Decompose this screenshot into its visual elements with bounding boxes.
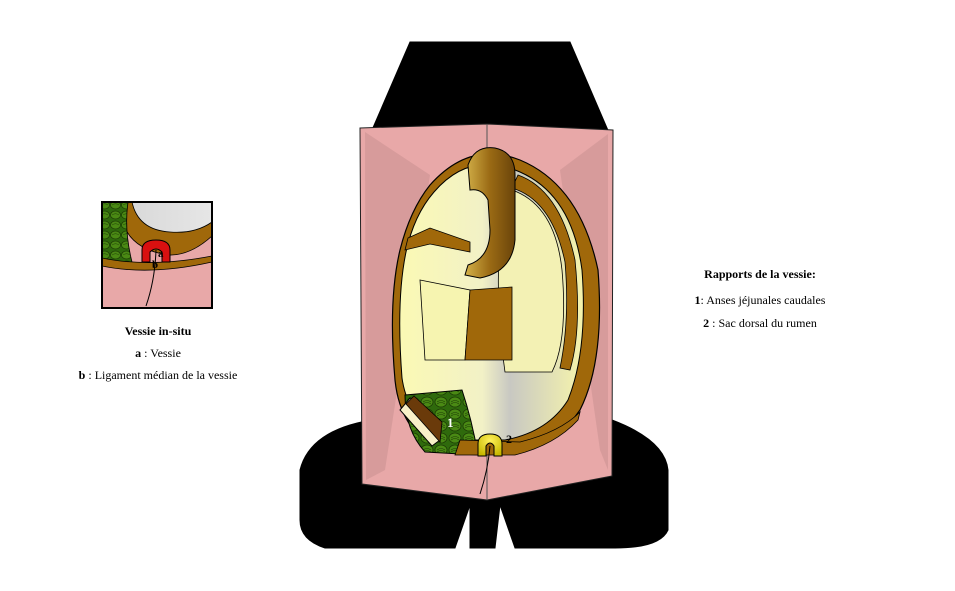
marker-2: 2 [506,432,512,446]
abdominal-cavity [391,147,601,453]
main-legend-1: 1: Anses jéjunales caudales [694,293,826,307]
median-ligament-line [479,445,491,495]
jejunal-loops [399,389,479,456]
inset-legend-a: a : Vessie [135,346,181,360]
main-legend-2: 2 : Sac dorsal du rumen [703,316,817,330]
marker-1: 1 [447,415,454,430]
inset-title: Vessie in-situ [124,324,192,338]
bladder-main [477,433,503,457]
inset-legend-b: b : Ligament médian de la vessie [78,368,238,382]
inset-bladder-in-situ: a b [101,201,213,309]
marker-b: b [152,259,158,271]
marker-a: a [158,248,164,260]
main-title: Rapports de la vessie: [704,267,816,281]
